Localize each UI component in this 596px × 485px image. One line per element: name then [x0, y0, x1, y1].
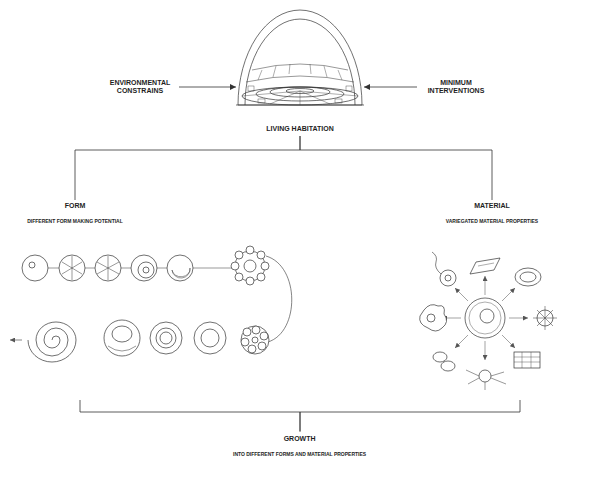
connector: [364, 87, 417, 88]
constraint-label: ENVIRONMENTAL CONSTRAINS: [103, 76, 177, 99]
node-title: ENVIRONMENTAL CONSTRAINS: [106, 79, 174, 95]
node-title: MATERIAL: [400, 202, 584, 210]
node-title: GROWTH: [233, 435, 366, 443]
node-subtitle: VARIEGATED MATERIAL PROPERTIES: [400, 219, 584, 225]
node-text-group: MINIMUM INTERVENTIONS: [422, 79, 490, 95]
node-text-group: LIVING HABITATION: [236, 125, 364, 133]
node-subtitle: INTO DIFFERENT FORMS AND MATERIAL PROPER…: [233, 452, 366, 458]
node-text-group: ENVIRONMENTAL CONSTRAINS: [106, 79, 174, 95]
material-branch: MATERIAL VARIEGATED MATERIAL PROPERTIES: [400, 200, 588, 400]
intervention-label: MINIMUM INTERVENTIONS: [419, 76, 493, 99]
connector: [179, 87, 236, 88]
form-illustration: [10, 246, 292, 362]
connector: [80, 400, 300, 432]
node-text-group: GROWTH INTO DIFFERENT FORMS AND MATERIAL …: [233, 435, 366, 458]
dome-illustration: [236, 10, 364, 105]
material-illustration: [420, 252, 557, 390]
node-text-group: MATERIAL VARIEGATED MATERIAL PROPERTIES: [400, 202, 584, 225]
connector: [75, 136, 300, 200]
node-text-group: FORM DIFFERENT FORM MAKING POTENTIAL: [8, 202, 142, 225]
growth-label: GROWTH INTO DIFFERENT FORMS AND MATERIAL …: [230, 432, 370, 461]
node-title: MINIMUM INTERVENTIONS: [422, 79, 490, 95]
connector: [300, 400, 520, 432]
habitation-node: LIVING HABITATION: [236, 8, 364, 136]
node-title: LIVING HABITATION: [236, 125, 364, 133]
form-branch: FORM DIFFERENT FORM MAKING POTENTIAL: [8, 200, 298, 400]
node-title: FORM: [8, 202, 142, 210]
node-subtitle: DIFFERENT FORM MAKING POTENTIAL: [8, 219, 142, 225]
connector: [300, 136, 492, 200]
